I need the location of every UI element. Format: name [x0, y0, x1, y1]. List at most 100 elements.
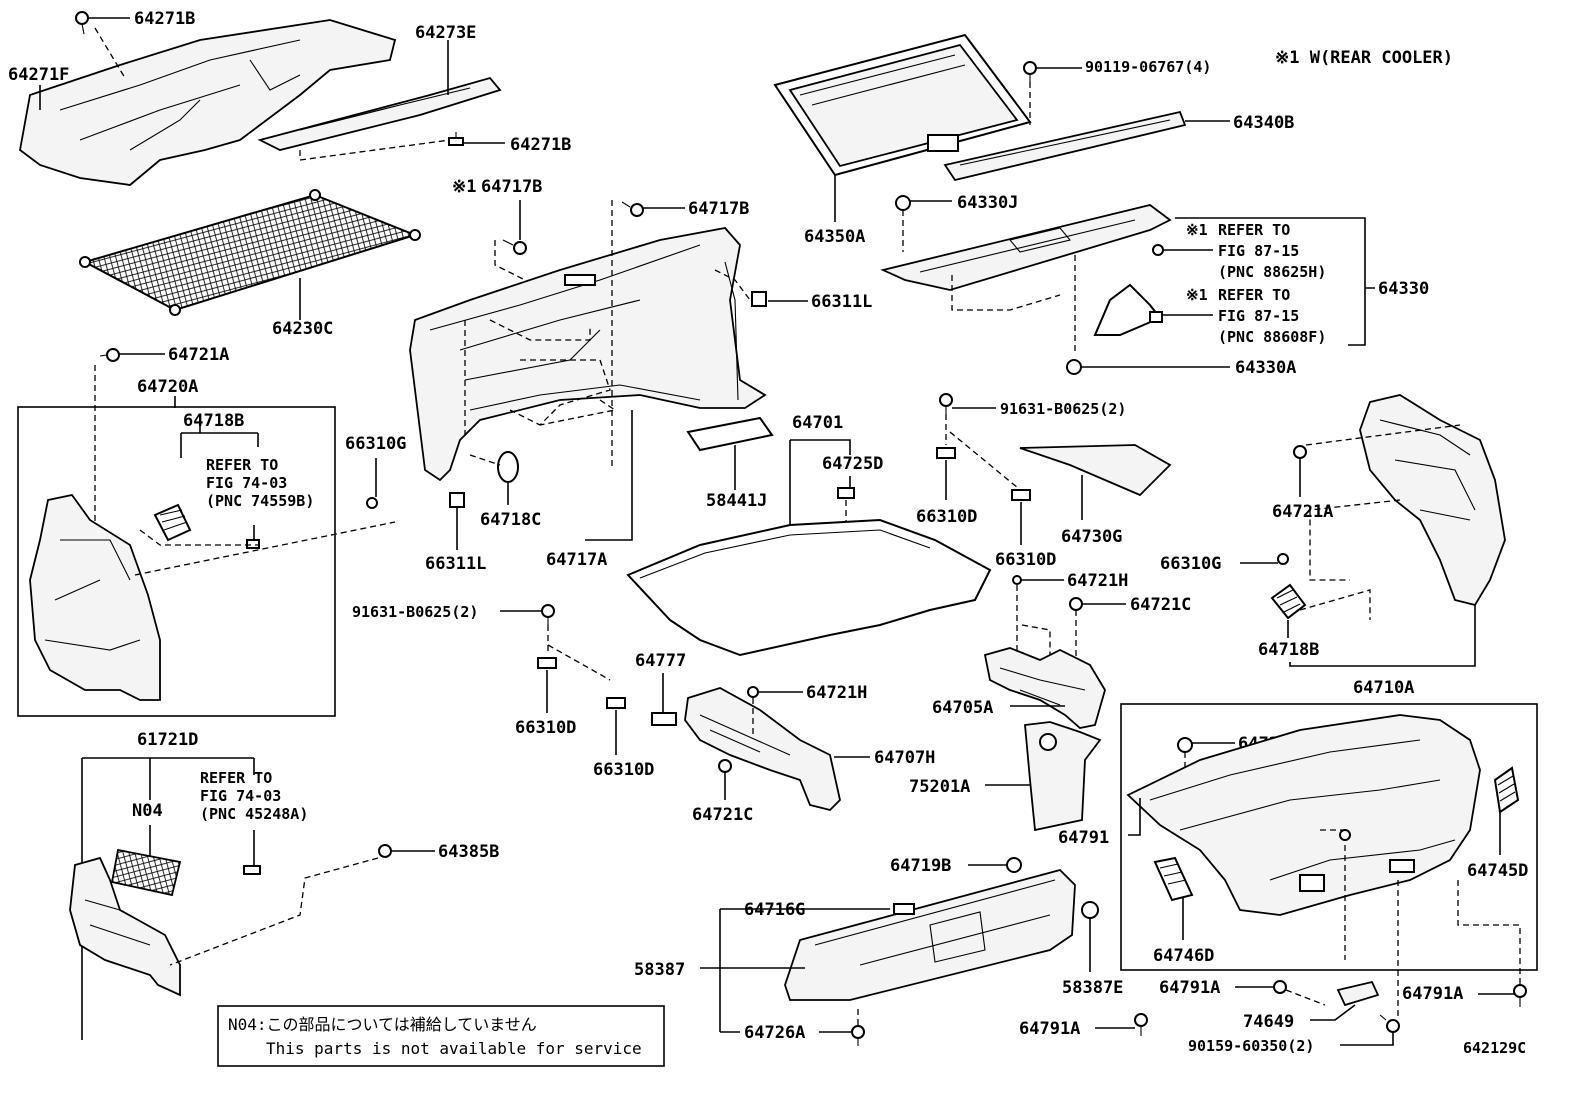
clip-64330A: [1066, 359, 1082, 375]
clip-64721C-right: [1069, 597, 1083, 611]
clip-66311L-b: [449, 492, 465, 508]
part-64716G-tab: [893, 903, 915, 915]
label-64721H-right: 64721H: [1067, 571, 1128, 591]
label-64718B-right: 64718B: [1258, 640, 1319, 660]
part-64791-back-panel: [1126, 714, 1481, 916]
label-74649: 74649: [1243, 1012, 1294, 1032]
clip-64726D: [1177, 737, 1193, 753]
label-64271F: 64271F: [8, 65, 69, 85]
part-58387-scuff-plate: [784, 868, 1076, 1001]
label-64271B-top: 64271B: [134, 9, 195, 29]
clip-90119: [1023, 61, 1037, 82]
label-64330J: 64330J: [957, 193, 1018, 213]
clip-90159: [1379, 1014, 1400, 1033]
clip-64721A-right: [1293, 445, 1307, 459]
label-66310G-right: 66310G: [1160, 554, 1221, 574]
clip-64385B: [378, 844, 392, 858]
clip-66311L-a: [751, 291, 767, 307]
clip-64271B-top: [75, 11, 89, 35]
clip-64330J: [895, 195, 911, 211]
part-64705A-bracket: [983, 647, 1106, 729]
label-64791A-b: 64791A: [1402, 984, 1463, 1004]
label-66310D-d: 66310D: [995, 550, 1056, 570]
clip-64717B-a: [502, 239, 527, 255]
ref-88625H-line1: REFER TO: [1218, 221, 1290, 239]
label-64385B: 64385B: [438, 842, 499, 862]
label-64330A: 64330A: [1235, 358, 1296, 378]
label-91631-left: 91631-B0625(2): [352, 603, 478, 621]
label-64718C: 64718C: [480, 510, 541, 530]
label-64720A: 64720A: [137, 377, 198, 397]
label-64746D: 64746D: [1153, 946, 1214, 966]
clip-64721C-mid: [718, 759, 732, 773]
ref-88608F-line1: REFER TO: [1218, 286, 1290, 304]
clip-64726A: [851, 1025, 865, 1046]
part-64718B-right-grille: [1270, 583, 1307, 620]
label-90159: 90159-60350(2): [1188, 1037, 1314, 1055]
part-74559B-marker: [246, 539, 260, 549]
label-66310D-a: 66310D: [515, 718, 576, 738]
part-64720A-side-trim-left: [29, 493, 161, 701]
label-64716G: 64716G: [744, 900, 805, 920]
label-64230C: 64230C: [272, 319, 333, 339]
ref-74559B-line3: (PNC 74559B): [206, 492, 314, 510]
clip-66310G-left: [366, 497, 378, 509]
ref-74559B-line1: REFER TO: [206, 456, 278, 474]
label-64721A-right: 64721A: [1272, 502, 1333, 522]
clip-64717B-b: [621, 201, 644, 217]
clip-64721A-left: [99, 348, 120, 362]
label-64730G: 64730G: [1061, 527, 1122, 547]
part-64730G-cover: [1019, 444, 1172, 497]
label-64721A-left: 64721A: [168, 345, 229, 365]
label-64791A-c: 64791A: [1019, 1019, 1080, 1039]
footnote-box: [217, 1005, 665, 1067]
clip-64791A-b: [1513, 984, 1527, 1007]
label-64717A: 64717A: [546, 550, 607, 570]
clip-64791A-c: [1134, 1013, 1148, 1036]
footnote-line2: This parts is not available for service: [266, 1039, 642, 1058]
clip-64719B: [1006, 857, 1022, 873]
part-64725D-tab: [837, 487, 855, 499]
ref-88625H-line3: (PNC 88625H): [1218, 263, 1326, 281]
label-64717B-a-mark: ※1: [452, 177, 476, 197]
label-75201A: 75201A: [909, 777, 970, 797]
part-64717A-side-panel: [409, 227, 767, 482]
label-91631-right: 91631-B0625(2): [1000, 400, 1126, 418]
label-64717B-b: 64717B: [688, 199, 749, 219]
part-64745D-grille: [1493, 766, 1520, 814]
clip-64721H-mid: [747, 686, 759, 698]
clip-91631-left: [541, 604, 555, 625]
label-66311L-b: 66311L: [425, 554, 486, 574]
ref-88608F-line2: FIG 87-15: [1218, 307, 1299, 325]
ref-88608F-mark: ※1: [1186, 286, 1208, 304]
label-64350A: 64350A: [804, 227, 865, 247]
label-64271B-mid: 64271B: [510, 135, 571, 155]
part-64777-pad: [651, 712, 677, 726]
part-64718B-left-grille: [153, 503, 192, 542]
part-45248A-marker: [243, 865, 261, 875]
label-64717B-a: 64717B: [481, 177, 542, 197]
part-64340B-cover: [943, 110, 1187, 182]
label-66311L-a: 66311L: [811, 292, 872, 312]
part-64718C-cover: [497, 451, 519, 483]
label-64710A: 64710A: [1353, 678, 1414, 698]
part-64707H-bracket: [684, 687, 841, 811]
clip-64791-inner: [1339, 829, 1351, 841]
label-64721C-mid: 64721C: [692, 805, 753, 825]
group-box-64720A: [17, 406, 336, 717]
part-64230C-cargo-net: [79, 189, 421, 316]
part-74649-handle: [1336, 980, 1380, 1007]
part-75201A-panel: [1024, 721, 1102, 832]
label-64745D: 64745D: [1467, 861, 1528, 881]
part-64350A-tonneau-frame: [773, 33, 1032, 177]
label-64791A-a: 64791A: [1159, 978, 1220, 998]
label-64701: 64701: [792, 413, 843, 433]
part-66310D-b-nut: [606, 697, 626, 709]
part-64271F-panel: [19, 19, 502, 186]
part-58441J-pad: [686, 416, 774, 452]
ref-88625H-line2: FIG 87-15: [1218, 242, 1299, 260]
ref-88625H-mark: ※1: [1186, 221, 1208, 239]
part-88625H-marker: [1152, 244, 1164, 256]
label-66310D-c: 66310D: [916, 507, 977, 527]
